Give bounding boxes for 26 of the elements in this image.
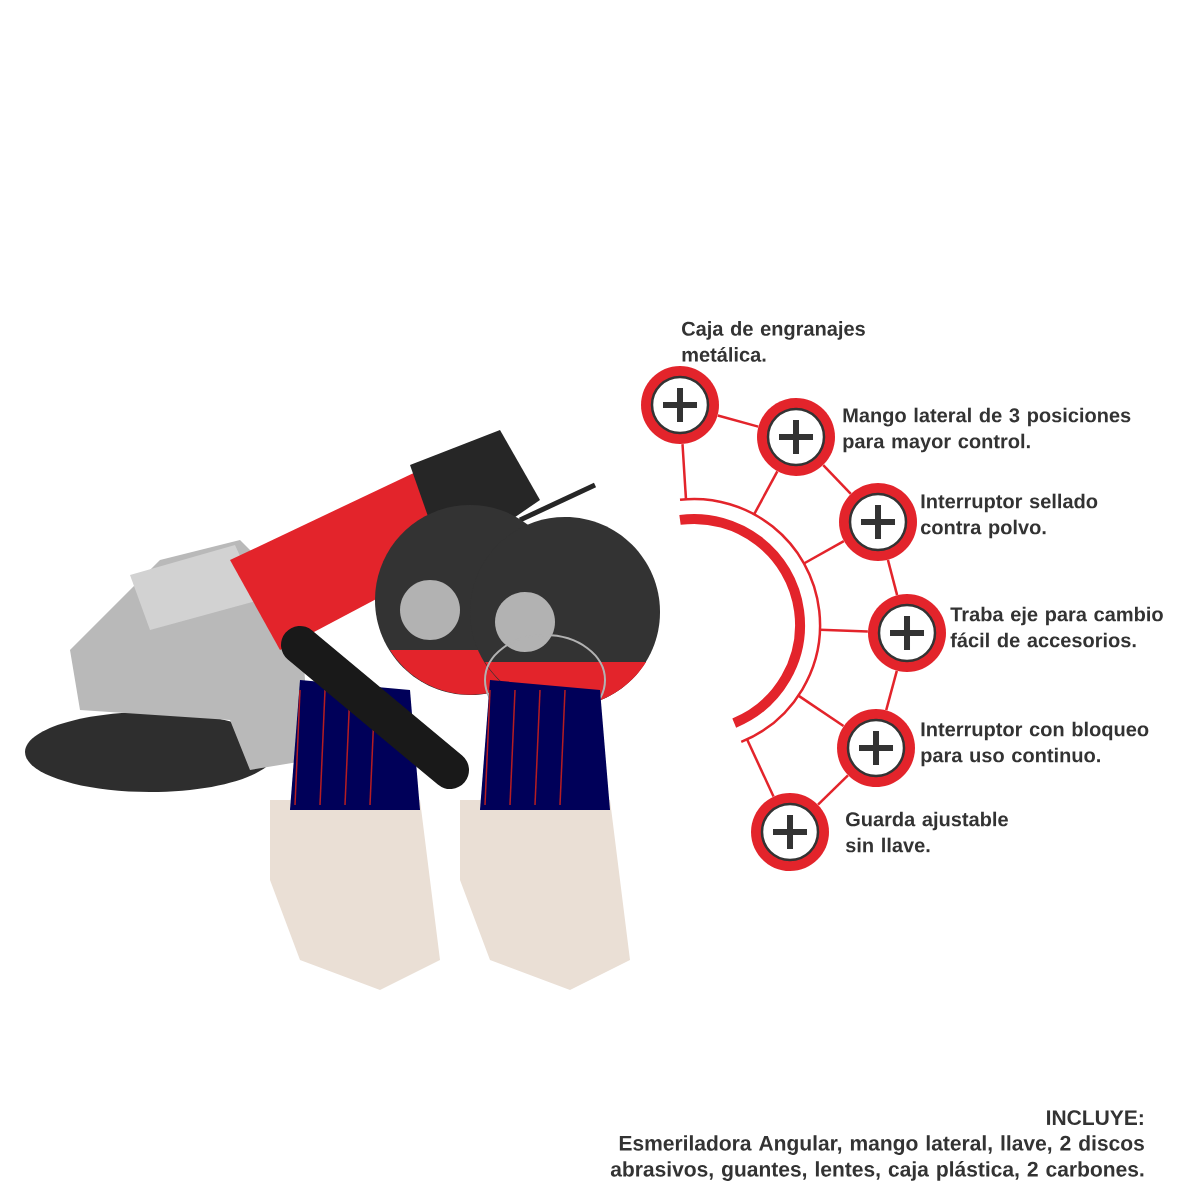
plus-icon xyxy=(751,793,829,871)
feature-text: Traba eje para cambio fácil de accesorios. xyxy=(950,606,1163,648)
connector-line xyxy=(822,464,852,495)
arc-bracket xyxy=(679,497,822,743)
connector-line xyxy=(717,414,759,428)
feature-text: Caja de engranajes metálica. xyxy=(682,321,865,362)
feature-text: Interruptor con bloqueo para uso continuo. xyxy=(921,721,1149,767)
connector-line xyxy=(753,470,779,515)
plus-icon xyxy=(839,483,917,561)
plus-icon xyxy=(868,594,946,672)
connector-line xyxy=(681,444,688,500)
connector-line xyxy=(803,540,845,565)
connector-line xyxy=(886,559,899,596)
connector-line xyxy=(745,738,775,797)
feature-text: Interruptor sellado contra polvo. xyxy=(921,493,1098,539)
plus-icon xyxy=(641,366,719,444)
connector-line xyxy=(817,774,849,806)
feature-text: Mango lateral de 3 posiciones para mayor control. xyxy=(843,407,1131,453)
plus-icon xyxy=(837,709,915,787)
connector-line xyxy=(819,628,868,633)
connector-line xyxy=(797,694,845,728)
plus-icon xyxy=(757,398,835,476)
includes-text: Esmeriladora Angular, mango lateral, llave, 2 discos abrasivos, guantes, lentes, caja plástica, 2 carbones. xyxy=(610,1135,1144,1181)
heading-text: INCLUYE: xyxy=(1047,1110,1143,1126)
feature-text: Guarda ajustable sin llave. xyxy=(845,811,1008,853)
connector-line xyxy=(885,670,898,711)
